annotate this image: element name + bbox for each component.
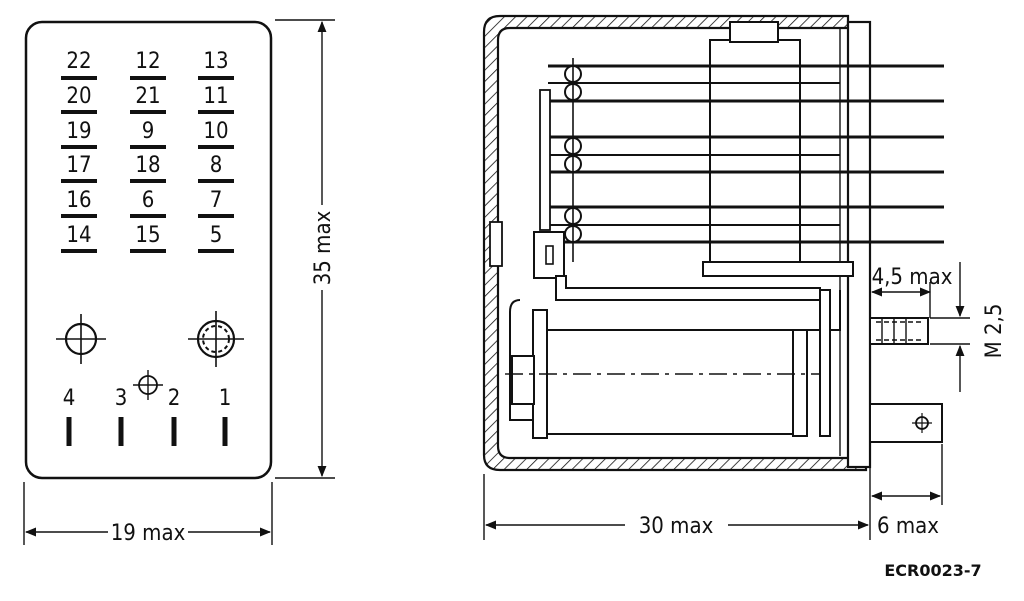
side-view: 30 max 4,5 max M 2,5 6 max ECR0023-7 — [482, 14, 1007, 580]
width-label: 19 max — [111, 521, 186, 546]
pin-label: 7 — [210, 188, 223, 213]
drawing-code: ECR0023-7 — [884, 561, 981, 580]
depth-label: 30 max — [639, 514, 714, 539]
tab-label: 6 max — [877, 514, 939, 539]
coil-core-end — [511, 355, 535, 405]
pin-label: 9 — [142, 119, 155, 144]
coil-pins: 4 3 2 1 — [63, 386, 232, 446]
pin-label: 15 — [135, 223, 160, 248]
thread-dimension: M 2,5 — [930, 262, 1007, 392]
depth-dimension: 30 max — [483, 448, 871, 540]
armature-lever — [555, 275, 821, 301]
thread-label: M 2,5 — [982, 304, 1007, 359]
pin-label: 10 — [203, 119, 228, 144]
pin-label: 18 — [135, 153, 160, 178]
height-dimension: 35 max — [275, 19, 336, 479]
front-view: 22 12 13 20 21 11 19 9 10 17 18 8 — [23, 19, 336, 546]
pin-label: 13 — [203, 49, 228, 74]
coil-body — [539, 329, 801, 435]
coil-pin-label: 2 — [168, 386, 181, 411]
pin-label: 17 — [66, 153, 91, 178]
stack-base — [702, 261, 854, 277]
height-label: 35 max — [311, 210, 336, 285]
contact-points — [564, 58, 582, 262]
actuator-card — [539, 89, 551, 231]
width-dimension: 19 max — [23, 482, 273, 546]
mounting-hole-left — [56, 314, 106, 364]
pin-label: 8 — [210, 153, 223, 178]
contact-springs — [548, 64, 944, 244]
solder-tab — [869, 403, 943, 443]
base-plate — [846, 20, 872, 469]
pin-label: 11 — [203, 84, 228, 109]
coil-pin-label: 1 — [219, 386, 232, 411]
coil-pin-label: 4 — [63, 386, 76, 411]
pin-label: 22 — [66, 49, 91, 74]
pin-label: 19 — [66, 119, 91, 144]
mounting-stud — [869, 317, 929, 345]
thread-length-dimension: 4,5 max — [870, 265, 953, 318]
pin-label: 21 — [135, 84, 160, 109]
pin-label: 6 — [142, 188, 155, 213]
yoke — [819, 289, 831, 437]
thread-length-label: 4,5 max — [872, 265, 953, 290]
tab-dimension: 6 max — [870, 444, 943, 539]
stack-screw-head — [729, 21, 779, 43]
contact-pin-grid: 22 12 13 20 21 11 19 9 10 17 18 8 — [61, 49, 234, 253]
pin-label: 16 — [66, 188, 91, 213]
mounting-hole-right — [188, 311, 244, 367]
contact-stack — [709, 39, 801, 266]
pin-label: 5 — [210, 223, 223, 248]
coil-pin-label: 3 — [115, 386, 128, 411]
center-marker — [133, 370, 163, 400]
housing-latch — [489, 221, 503, 267]
pin-label: 20 — [66, 84, 91, 109]
pin-label: 14 — [66, 223, 91, 248]
coil-flange-right — [792, 329, 808, 437]
relay-face-outline — [24, 20, 273, 480]
pin-label: 12 — [135, 49, 160, 74]
